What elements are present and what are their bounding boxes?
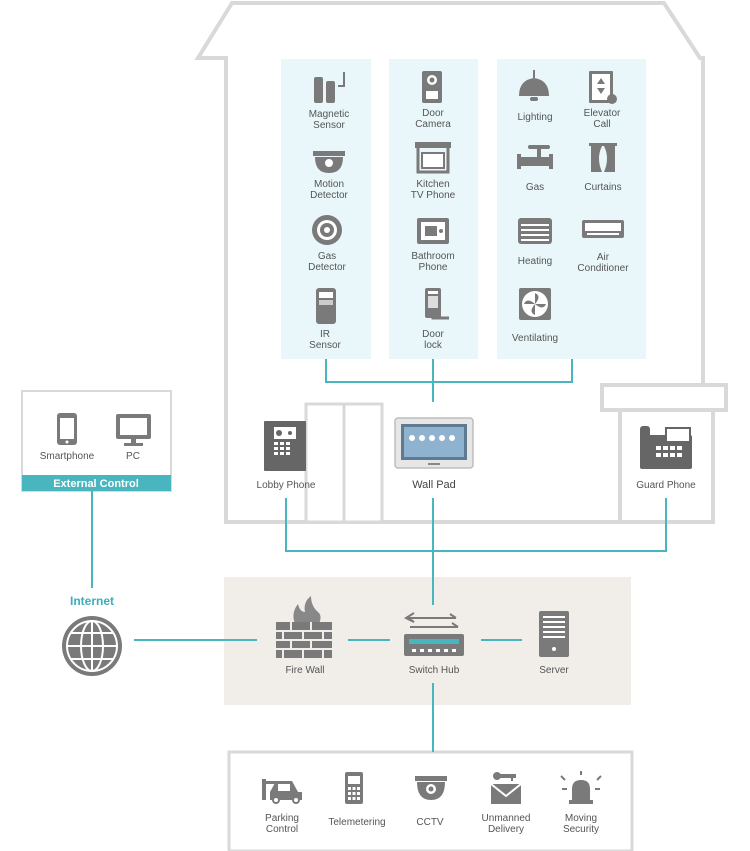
heating-label: Heating (518, 256, 552, 267)
magnetic-sensor-icon (314, 72, 345, 103)
door-camera-icon (422, 71, 442, 103)
ir-label-2: Sensor (309, 340, 341, 351)
pc-label: PC (126, 451, 140, 462)
door-lock-icon (425, 288, 449, 320)
door-camera-label-1: Door (422, 108, 444, 119)
bathroom-label-1: Bathroom (411, 251, 454, 262)
door-lock-label-2: lock (424, 340, 443, 351)
ir-label-1: IR (320, 329, 330, 340)
gas-label: Gas (526, 182, 544, 193)
parking-control-icon (262, 779, 302, 804)
external-control-title: External Control (53, 478, 139, 490)
server-icon (539, 611, 569, 657)
ventilating-label: Ventilating (512, 333, 558, 344)
gas-detector-icon (312, 215, 342, 245)
bathroom-label-2: Phone (419, 262, 448, 273)
cctv-icon (415, 776, 447, 800)
magnetic-label-2: Sensor (313, 120, 345, 131)
wall-pad-label: Wall Pad (412, 479, 456, 491)
house-outline (194, 0, 705, 524)
motion-detector-icon (313, 151, 345, 173)
curtains-icon (589, 143, 617, 172)
parking-label-1: Parking (265, 813, 299, 824)
motion-label-1: Motion (314, 179, 344, 190)
motion-label-2: Detector (310, 190, 348, 201)
external-control-bar (22, 475, 171, 491)
delivery-label-2: Delivery (488, 824, 524, 835)
kitchen-label-1: Kitchen (416, 179, 449, 190)
heating-icon (518, 218, 552, 244)
globe-icon (62, 616, 122, 676)
panels-connector (325, 359, 573, 402)
lobby-phone-icon (264, 421, 306, 471)
door-camera-label-2: Camera (415, 119, 451, 130)
kitchen-label-2: TV Phone (411, 190, 456, 201)
lighting-icon (519, 70, 549, 101)
parking-label-2: Control (266, 824, 298, 835)
server-label: Server (539, 665, 569, 676)
bathroom-phone-icon (417, 218, 449, 244)
elevator-label-1: Elevator (584, 108, 621, 119)
security-label-2: Security (563, 824, 599, 835)
guard-phone-icon (640, 426, 692, 469)
magnetic-label-1: Magnetic (309, 109, 350, 120)
cctv-label: CCTV (416, 817, 444, 828)
switch-hub-label: Switch Hub (409, 665, 460, 676)
security-label-1: Moving (565, 813, 597, 824)
firewall-icon (276, 596, 332, 658)
lobby-door-left (304, 402, 346, 524)
switch-hub-icon (403, 612, 464, 656)
elevator-label-2: Call (593, 119, 610, 130)
external-control-box (21, 390, 172, 492)
telemetering-label: Telemetering (328, 817, 385, 828)
wall-pad-icon (394, 417, 474, 469)
gas-detector-label-2: Detector (308, 262, 346, 273)
phones-connector (285, 498, 667, 552)
internet-label: Internet (70, 594, 114, 608)
ventilating-fan-icon (519, 288, 551, 320)
elevator-call-icon (589, 71, 617, 104)
gas-valve-icon (517, 145, 553, 169)
air-label-2: Conditioner (577, 263, 629, 274)
moving-security-icon (560, 771, 602, 804)
smartphone-label: Smartphone (40, 451, 95, 462)
door-lock-label-1: Door (422, 329, 444, 340)
lobby-door-right (342, 402, 384, 524)
curtains-label: Curtains (584, 182, 621, 193)
firewall-label: Fire Wall (285, 665, 324, 676)
delivery-label-1: Unmanned (482, 813, 531, 824)
unmanned-delivery-icon (490, 772, 522, 804)
gas-detector-label-1: Gas (318, 251, 336, 262)
air-conditioner-icon (582, 220, 624, 238)
pc-icon (116, 414, 151, 446)
lobby-phone-label: Lobby Phone (257, 480, 316, 491)
ir-sensor-icon (316, 288, 336, 324)
lighting-label: Lighting (517, 112, 552, 123)
smartphone-icon (57, 413, 77, 445)
kitchen-tv-phone-icon (415, 142, 451, 174)
air-label-1: Air (597, 252, 610, 263)
guard-house-roof (600, 383, 728, 412)
guard-phone-label: Guard Phone (636, 480, 696, 491)
telemetering-icon (345, 772, 363, 804)
